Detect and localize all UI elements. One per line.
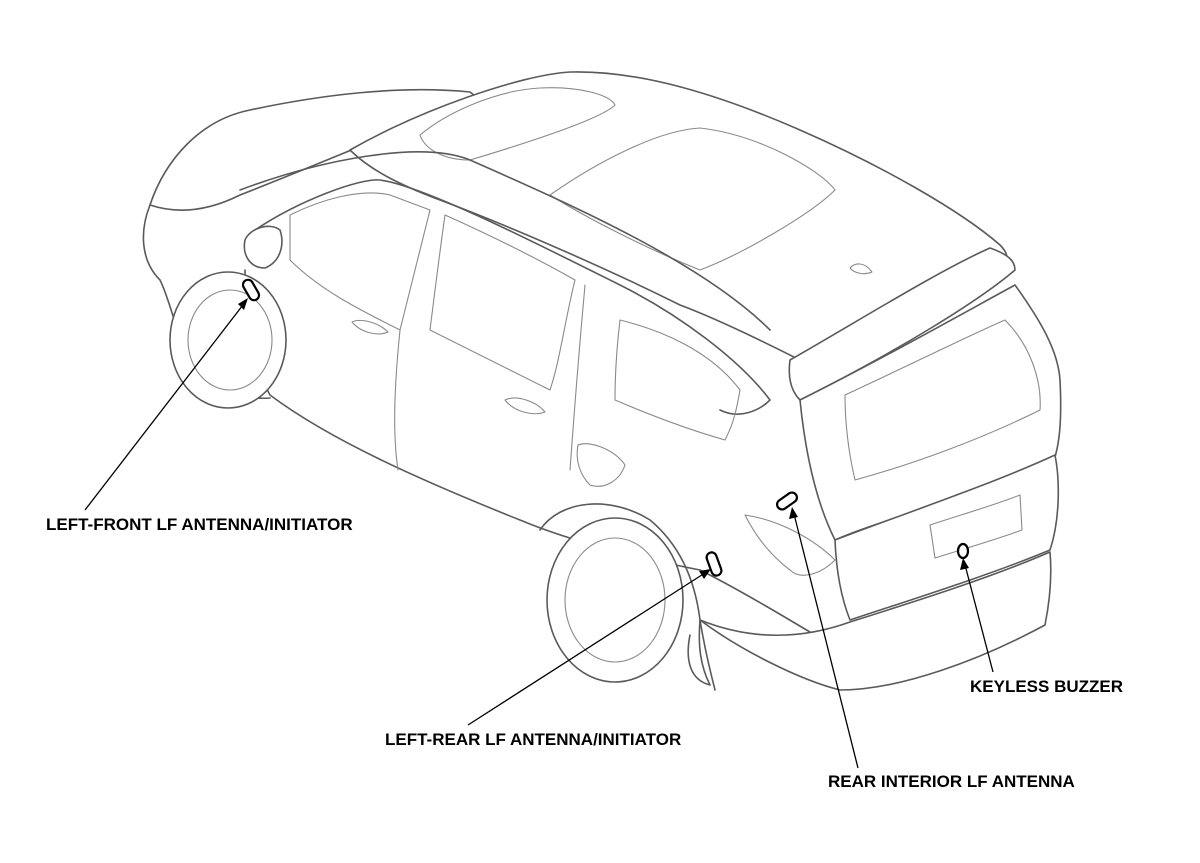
vehicle-rear-window [429,214,576,391]
leader-rear-interior [789,507,859,769]
label-left-front-lf-antenna: LEFT-FRONT LF ANTENNA/INITIATOR [46,515,353,534]
vehicle-front-rim [187,289,273,391]
vehicle-illustration [142,71,1062,691]
vehicle-tailgate [799,284,1062,541]
vehicle-rear-bumper [699,551,1052,691]
vehicle-front-window [289,192,431,331]
rear-interior-antenna-marker [775,491,799,511]
leader-keyless-buzzer [960,558,994,673]
label-rear-interior-lf-antenna: REAR INTERIOR LF ANTENNA [828,772,1075,791]
vehicle-sunroof-rear [549,127,836,271]
vehicle-side-mirror [243,225,283,269]
vehicle-mud-flap [687,619,711,686]
vehicle-beltline [254,179,771,415]
vehicle-rear-rim [564,537,666,663]
vehicle-rear-glass [844,319,1041,481]
vehicle-tail-lamp [744,514,836,576]
label-left-rear-lf-antenna: LEFT-REAR LF ANTENNA/INITIATOR [385,730,681,749]
vehicle-sunroof-front [419,87,616,161]
vehicle-roof-antenna [849,263,873,275]
vehicle-front-tire [169,271,287,409]
vehicle-door-seam-1 [394,329,401,471]
vehicle-hood [149,88,481,211]
vehicle-rear-tire [546,517,684,683]
vehicle-rear-wheel-arch [539,503,716,691]
vehicle-roof-rail [239,151,771,331]
label-keyless-buzzer: KEYLESS BUZZER [970,677,1123,696]
vehicle-door-seam-2 [569,284,586,471]
left-rear-antenna-marker [705,551,723,577]
vehicle-fuel-door [576,443,626,487]
vehicle-quarter-window [614,319,741,441]
left-front-antenna-marker [241,278,261,302]
vehicle-rear-door-handle [504,397,546,415]
keyless-buzzer-marker [956,542,970,560]
leader-left-front [84,298,248,511]
vehicle-license-plate-area [929,494,1023,559]
vehicle-lower-tailgate [834,454,1060,621]
vehicle-front-door-handle [351,319,389,335]
leader-left-rear [467,569,711,726]
